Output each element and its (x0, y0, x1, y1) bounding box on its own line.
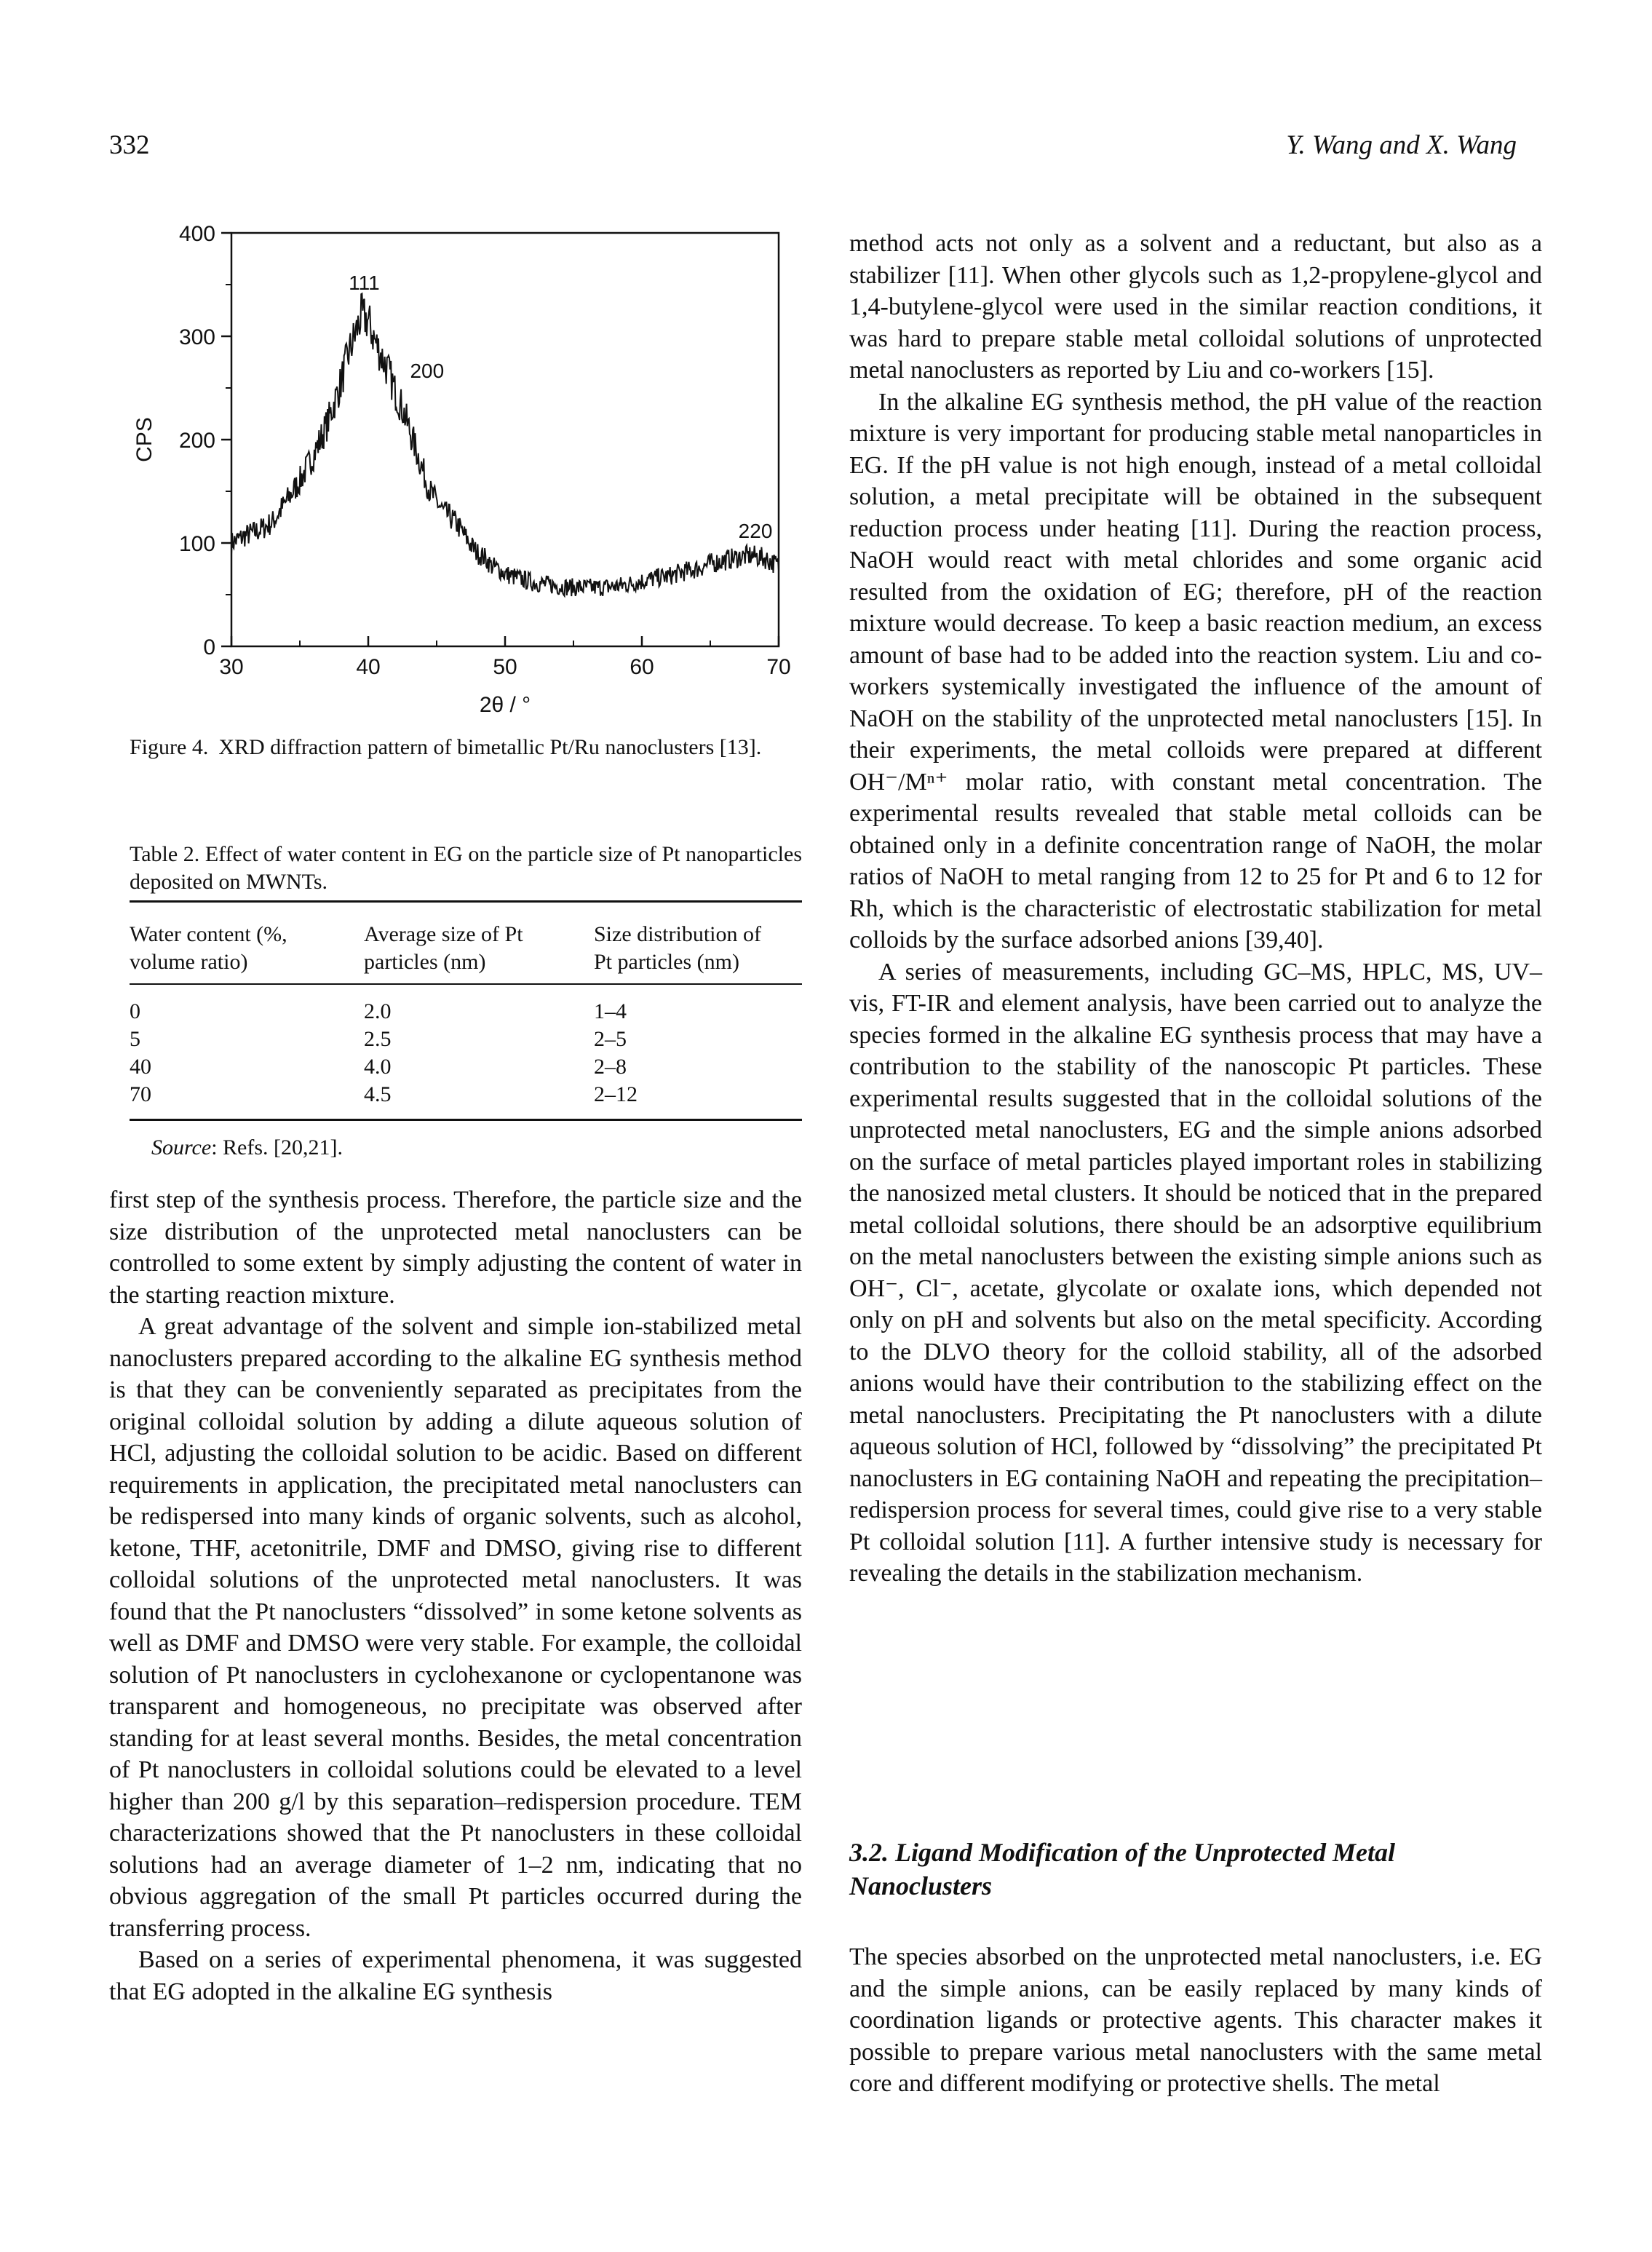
figure-caption-text: XRD diffraction pattern of bimetallic Pt… (218, 735, 762, 759)
table-caption: Table 2. Effect of water content in EG o… (130, 842, 802, 894)
y-axis-label: CPS (132, 417, 156, 462)
page-number: 332 (109, 130, 150, 160)
paragraph: A series of measurements, including GC–M… (849, 958, 1542, 1587)
paragraph: method acts not only as a solvent and a … (849, 230, 1542, 384)
table-cell: 0 (130, 999, 140, 1023)
left-column-text: first step of the synthesis process. The… (109, 1184, 802, 2007)
table-cell: 2–5 (594, 1027, 627, 1051)
table-source-text: : Refs. [20,21]. (211, 1135, 343, 1159)
table-top-rule (130, 900, 802, 903)
table-source: Source: Refs. [20,21]. (151, 1135, 343, 1160)
table-header-avg-1: Average size of Pt (364, 922, 523, 946)
table-cell: 2.0 (364, 999, 392, 1023)
xrd-series-line (231, 292, 779, 598)
peak-label: 111 (349, 271, 380, 294)
table-cell: 70 (130, 1082, 151, 1106)
table-cell: 40 (130, 1055, 151, 1079)
table-cell: 1–4 (594, 999, 627, 1023)
paragraph: first step of the synthesis process. The… (109, 1186, 802, 1309)
y-tick-label: 400 (179, 222, 215, 246)
paragraph: A great advantage of the solvent and sim… (109, 1313, 802, 1942)
table-source-label: Source (151, 1135, 212, 1159)
y-tick-label: 100 (179, 532, 215, 556)
x-axis-label: 2θ / ° (480, 693, 531, 717)
figure-caption: Figure 4. XRD diffraction pattern of bime… (130, 734, 802, 761)
table-cell: 2–12 (594, 1082, 638, 1106)
table-header-avg-2: particles (nm) (364, 950, 486, 974)
plot-frame (230, 231, 780, 648)
table-bottom-rule (130, 1119, 802, 1121)
paragraph: Based on a series of experimental phenom… (109, 1946, 802, 2005)
paragraph: The species absorbed on the unprotected … (849, 1943, 1542, 2097)
y-tick-label: 300 (179, 325, 215, 349)
table-header-water-1: Water content (%, (130, 922, 287, 946)
table-header-dist-1: Size distribution of (594, 922, 761, 946)
y-tick-label: 200 (179, 429, 215, 453)
table-cell: 4.5 (364, 1082, 392, 1106)
figure-caption-label: Figure 4. (130, 735, 209, 759)
table-cell: 5 (130, 1027, 140, 1051)
table-cell: 4.0 (364, 1055, 392, 1079)
x-tick-label: 60 (630, 655, 654, 679)
table-cell: 2.5 (364, 1027, 392, 1051)
x-tick-label: 50 (493, 655, 517, 679)
section-text: The species absorbed on the unprotected … (849, 1941, 1542, 2100)
table-header-water-2: volume ratio) (130, 950, 248, 974)
table-cell: 2–8 (594, 1055, 627, 1079)
running-head: Y. Wang and X. Wang (1286, 130, 1517, 160)
table-header-dist-2: Pt particles (nm) (594, 950, 739, 974)
right-column-text: method acts not only as a solvent and a … (849, 228, 1542, 1590)
section-heading: 3.2. Ligand Modification of the Unprotec… (849, 1838, 1395, 1900)
peak-label: 200 (410, 360, 444, 382)
x-tick-label: 30 (219, 655, 243, 679)
paragraph: In the alkaline EG synthesis method, the… (849, 388, 1542, 954)
x-tick-label: 70 (766, 655, 790, 679)
peak-label: 220 (739, 520, 773, 542)
x-tick-label: 40 (356, 655, 380, 679)
table-header-rule (130, 983, 802, 985)
y-tick-label: 0 (203, 635, 215, 659)
xrd-chart: 30 40 50 60 70 0 100 200 300 400 2θ / ° CPS 111 200 22… (132, 222, 791, 717)
